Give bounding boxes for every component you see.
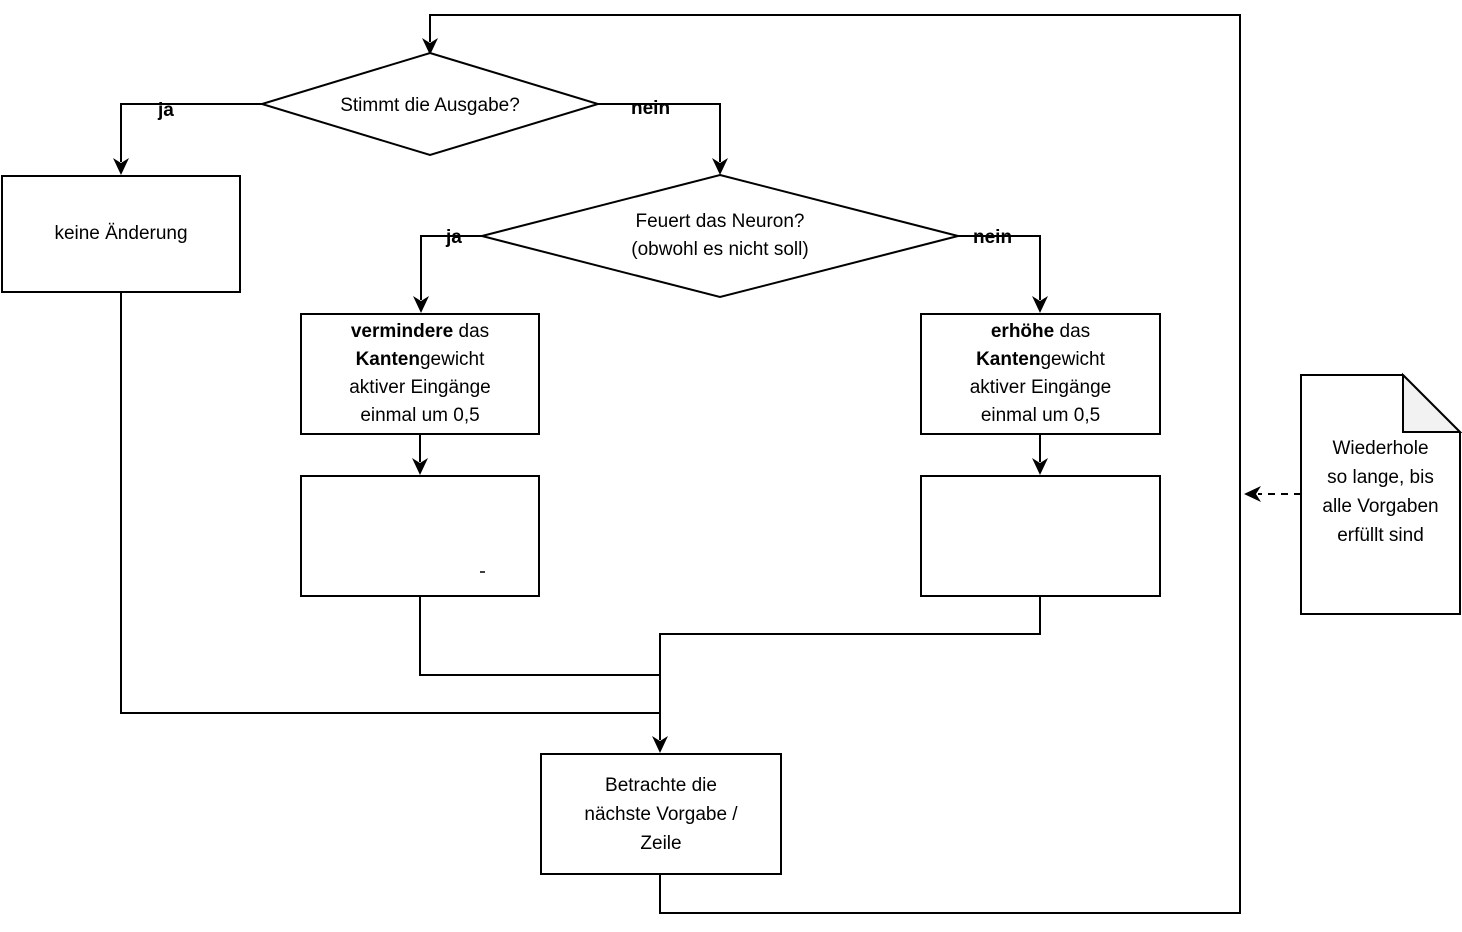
note-line2: so lange, bis <box>1327 467 1434 488</box>
process-decrease-line1: vermindere das <box>350 321 490 342</box>
process-no-change-text: keine Änderung <box>54 223 188 244</box>
decision-output-shape <box>258 51 602 157</box>
increase-bold-word: erhöhe <box>990 321 1055 342</box>
process-next-line2: nächste Vorgabe / <box>584 803 738 825</box>
process-decrease-line3: aktiver Eingänge <box>349 377 491 398</box>
decision-output-text: Stimmt die Ausgabe? <box>340 95 520 116</box>
label-nein-mid: nein <box>973 227 1013 248</box>
no-change-out-connector <box>120 293 661 714</box>
arrowhead-into-empty-right <box>1032 458 1048 475</box>
note-shape <box>1300 374 1461 615</box>
process-no-change: keine Änderung <box>1 175 241 293</box>
label-ja-top: ja <box>158 100 174 121</box>
process-next-line3: Zeile <box>640 832 682 854</box>
label-ja-mid: ja <box>446 227 462 248</box>
decision-fires-shape <box>481 173 959 299</box>
merge-to-next-connector <box>659 597 1041 740</box>
kanten-bold-word: Kanten <box>355 349 420 370</box>
arrowhead-into-increase <box>1032 296 1048 313</box>
empty-box-right <box>920 475 1161 597</box>
note-line4: erfüllt sind <box>1337 525 1424 546</box>
process-increase-line2: Kantengewicht <box>976 349 1105 370</box>
decrease-bold-word: vermindere <box>350 321 454 342</box>
process-increase-line3: aktiver Eingänge <box>969 377 1112 398</box>
arrowhead-into-next <box>652 736 668 753</box>
note-repeat-text: Wiederhole so lange, bis alle Vorgaben e… <box>1303 434 1458 550</box>
note-line1: Wiederhole <box>1332 438 1429 459</box>
empty-box-left <box>300 475 540 597</box>
nein-top-connector <box>598 103 721 162</box>
stray-mark <box>480 571 485 573</box>
process-increase-line1: erhöhe das <box>990 321 1091 342</box>
arrowhead-into-decision1 <box>422 38 438 55</box>
process-increase-line4: einmal um 0,5 <box>980 405 1101 426</box>
nein-mid-connector <box>958 235 1041 300</box>
process-next-line1: Betrachte die <box>605 774 717 796</box>
arrowhead-into-decrease <box>413 296 429 313</box>
arrowhead-into-decision2 <box>712 158 728 175</box>
process-decrease-line4: einmal um 0,5 <box>360 405 480 426</box>
empty-left-out-connector <box>419 597 661 676</box>
arrowhead-into-no-change <box>113 158 129 175</box>
ja-mid-connector <box>420 235 482 300</box>
decision-fires-line1: Feuert das Neuron? <box>635 211 805 232</box>
decision-fires-line2: (obwohl es nicht soll) <box>631 239 809 260</box>
note-line3: alle Vorgaben <box>1322 496 1439 517</box>
process-increase-weight: erhöhe das Kantengewicht aktiver Eingäng… <box>920 313 1161 435</box>
arrowhead-into-empty-left <box>412 458 428 475</box>
process-decrease-weight: vermindere das Kantengewicht aktiver Ein… <box>300 313 540 435</box>
note-fold-corner <box>1402 372 1462 433</box>
kanten-bold-word: Kanten <box>976 349 1041 370</box>
ja-top-connector <box>120 103 262 162</box>
process-decrease-line2: Kantengewicht <box>355 349 485 370</box>
decision-fires-text: Feuert das Neuron? (obwohl es nicht soll… <box>570 208 870 264</box>
process-next-row: Betrachte die nächste Vorgabe / Zeile <box>540 753 782 875</box>
arrowhead-note-left <box>1244 486 1261 502</box>
label-nein-top: nein <box>631 98 671 119</box>
loop-back-connector <box>429 14 1241 914</box>
